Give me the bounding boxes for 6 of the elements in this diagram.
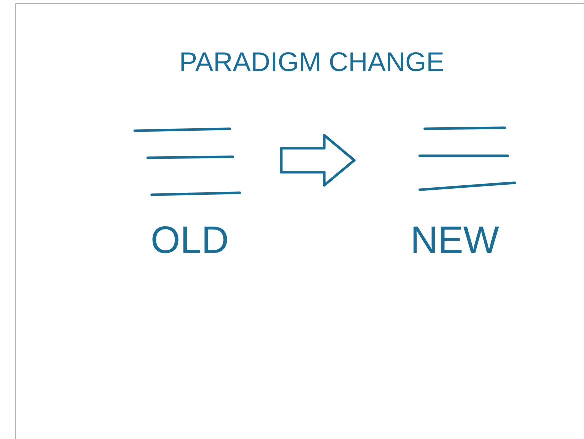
lines-drawing: [418, 126, 516, 192]
node-label: OLD: [152, 226, 228, 254]
lines-drawing: [134, 128, 242, 196]
block-arrow: [280, 134, 356, 187]
title: PARADIGM CHANGE: [182, 52, 444, 72]
node-label: NEW: [414, 226, 500, 254]
